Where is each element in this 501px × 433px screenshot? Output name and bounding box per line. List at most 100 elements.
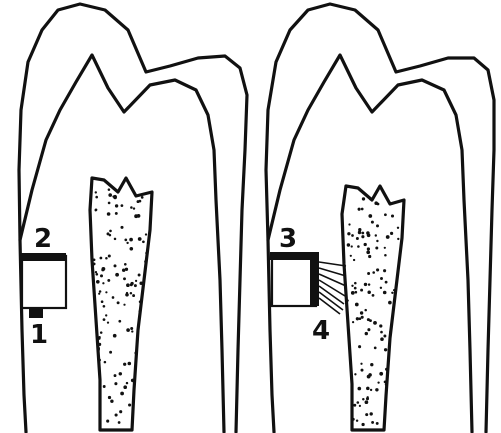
pulp-dot — [138, 274, 141, 277]
pulp-dot — [128, 403, 131, 406]
pulp-dot — [390, 232, 393, 235]
pulp-dot — [346, 299, 348, 301]
pulp-dot — [134, 284, 137, 287]
pulp-dot — [130, 292, 132, 294]
pulp-dot — [115, 212, 118, 215]
pulp-dot — [371, 221, 374, 224]
pulp-dot — [351, 285, 353, 287]
pulp-dot — [385, 281, 388, 284]
pulp-dot — [376, 224, 379, 227]
pulp-dot — [139, 281, 143, 285]
pulp-dot — [357, 245, 360, 248]
pulp-dot — [126, 328, 130, 332]
pulp-dot — [354, 373, 356, 375]
pulp-dot — [353, 404, 356, 407]
pulp-dot — [97, 337, 100, 340]
pulp-dot — [348, 223, 350, 225]
left-tooth-liner-bottom — [29, 308, 43, 318]
pulp-dot — [370, 412, 373, 415]
pulp-dot — [397, 227, 399, 229]
pulp-dot — [130, 247, 134, 251]
pulp-dot — [347, 243, 350, 246]
pulp-dot — [366, 397, 369, 400]
pulp-dot — [375, 388, 378, 391]
pulp-dot — [107, 232, 110, 235]
pulp-dot — [360, 363, 362, 365]
pulp-dot — [352, 418, 355, 421]
right-tooth — [266, 4, 494, 432]
pulp-dot — [383, 335, 386, 338]
pulp-dot — [145, 252, 148, 255]
pulp-dot — [103, 318, 106, 321]
pulp-dot — [364, 283, 367, 286]
pulp-dot — [361, 423, 364, 426]
pulp-dot — [365, 332, 368, 335]
pulp-dot — [356, 419, 358, 421]
pulp-dot — [105, 257, 108, 260]
pulp-dot — [95, 196, 98, 199]
pulp-dot — [352, 321, 354, 323]
pulp-dot — [375, 234, 377, 236]
pulp-dot — [372, 271, 375, 274]
pulp-dot — [107, 212, 111, 216]
right-tooth-liner-side — [310, 252, 319, 306]
pulp-dot — [355, 291, 358, 294]
right-tooth-cavity — [272, 256, 316, 306]
label-4: 4 — [312, 318, 330, 344]
pulp-dot — [93, 262, 96, 265]
pulp-dot — [137, 200, 140, 203]
left-tooth-liner-top — [20, 253, 66, 261]
pulp-dot — [385, 383, 388, 386]
pulp-dot — [141, 196, 144, 199]
pulp-dot — [93, 258, 96, 261]
pulp-dot — [120, 392, 124, 396]
pulp-dot — [372, 294, 375, 297]
pulp-dot — [100, 257, 103, 260]
pulp-dot — [131, 330, 133, 332]
pulp-dot — [359, 405, 361, 407]
pulp-dot — [362, 197, 365, 200]
pulp-dot — [114, 374, 117, 377]
pulp-dot — [123, 385, 127, 389]
pulp-dot — [139, 300, 142, 303]
pulp-dot — [369, 319, 372, 322]
pulp-dot — [122, 268, 125, 271]
pulp-dot — [138, 237, 142, 241]
pulp-dot — [100, 331, 103, 334]
pulp-dot — [385, 368, 388, 371]
pulp-dot — [95, 273, 98, 276]
pulp-dot — [374, 201, 378, 205]
pulp-dot — [365, 400, 369, 404]
pulp-dot — [367, 375, 371, 379]
pulp-dot — [362, 398, 364, 400]
pulp-dot — [109, 351, 112, 354]
pulp-dot — [367, 272, 370, 275]
pulp-dot — [105, 314, 107, 316]
pulp-dot — [384, 213, 387, 216]
pulp-dot — [366, 387, 370, 391]
pulp-dot — [368, 255, 371, 258]
pulp-dot — [126, 283, 130, 287]
pulp-dot — [144, 260, 147, 263]
pulp-dot — [110, 400, 113, 403]
pulp-dot — [103, 385, 106, 388]
pulp-dot — [108, 202, 111, 205]
pulp-dot — [351, 245, 353, 247]
pulp-dot — [361, 369, 364, 372]
pulp-dot — [137, 214, 141, 218]
pulp-dot — [364, 243, 367, 246]
pulp-dot — [109, 230, 112, 233]
pulp-dot — [367, 233, 371, 237]
pulp-dot — [119, 410, 122, 413]
pulp-dot — [373, 321, 377, 325]
pulp-dot — [115, 413, 118, 416]
pulp-dot — [96, 280, 100, 284]
pulp-dot — [114, 264, 117, 267]
pulp-dot — [360, 311, 363, 314]
pulp-dot — [379, 324, 382, 327]
pulp-dot — [106, 420, 109, 423]
pulp-dot — [100, 274, 103, 277]
pulp-dot — [104, 361, 107, 364]
pulp-dot — [107, 321, 109, 323]
